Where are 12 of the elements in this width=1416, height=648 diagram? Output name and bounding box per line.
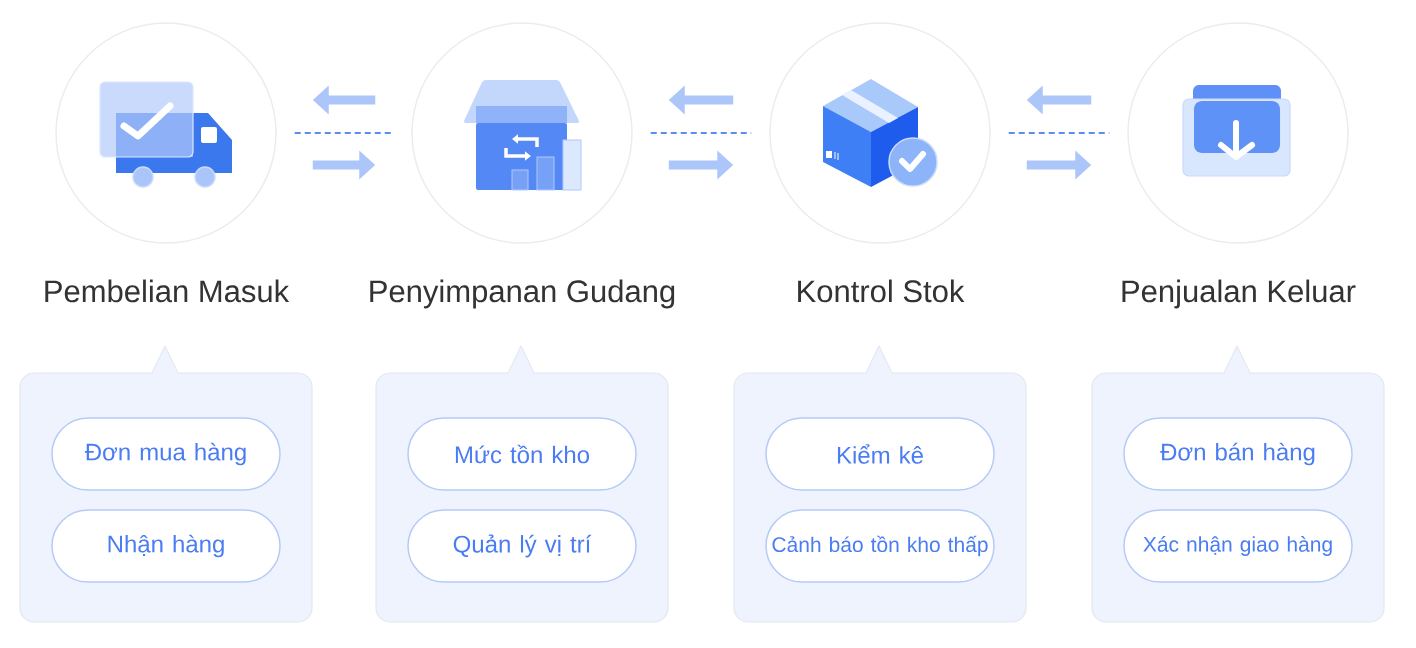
- feature-pill: Đơn mua hàng: [51, 417, 281, 491]
- feature-pill: Nhận hàng: [51, 509, 281, 583]
- feature-pill: Đơn bán hàng: [1123, 417, 1353, 491]
- feature-pill: Xác nhận giao hàng: [1123, 509, 1353, 583]
- step-title: Penyimpanan Gudang: [370, 279, 675, 309]
- feature-pill: Cảnh báo tồn kho thấp: [765, 509, 995, 583]
- feature-pill: Mức tồn kho: [407, 417, 637, 491]
- step-title: Pembelian Masuk: [45, 279, 290, 303]
- step-title: Kontrol Stok: [798, 279, 965, 303]
- feature-pill: Quản lý vị trí: [407, 509, 637, 583]
- step-title: Penjualan Keluar: [1122, 279, 1356, 309]
- feature-pill: Kiểm kê: [765, 417, 995, 491]
